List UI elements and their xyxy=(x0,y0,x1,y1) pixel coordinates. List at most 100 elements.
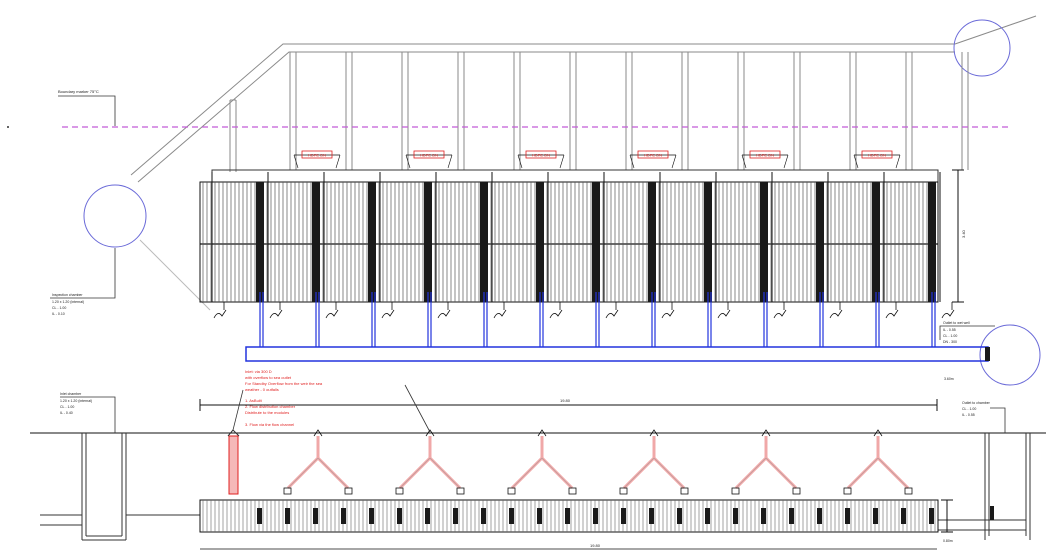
dark-band xyxy=(368,182,376,302)
callout-right-line-2: IL - 0.55 xyxy=(943,328,956,332)
tee-end xyxy=(680,487,689,495)
callout-left: Inspection chamber 1.20 x 1.20 (internal… xyxy=(50,248,116,316)
section-dark-band xyxy=(761,508,766,524)
tee-end xyxy=(843,487,852,495)
callout-right-line-4: DN - 300 xyxy=(943,340,957,344)
tee-end xyxy=(731,487,740,495)
bottom-fitting xyxy=(437,309,451,319)
label-leader xyxy=(293,154,299,169)
tee-branch-edge xyxy=(541,457,573,489)
tee-branch-edge xyxy=(765,457,797,489)
outlet-chamber xyxy=(938,433,1031,540)
section-dark-band xyxy=(313,508,318,524)
inlet-riser xyxy=(228,435,239,495)
header-pipe xyxy=(130,15,1037,183)
section-dark-band xyxy=(621,508,626,524)
section-dimension-bottom-label: 19.80 xyxy=(590,543,601,548)
tee-end xyxy=(792,487,801,495)
manhole-right xyxy=(979,324,1041,386)
label-leader xyxy=(335,154,341,169)
section-dark-band xyxy=(705,508,710,524)
bottom-fitting xyxy=(493,309,507,319)
callout-top-left-text: Boundary marker 75°C xyxy=(58,89,99,94)
dark-band xyxy=(536,182,544,302)
section-dark-band xyxy=(649,508,654,524)
section-dark-band xyxy=(845,508,850,524)
dark-band xyxy=(480,182,488,302)
module-label: HDPE DN xyxy=(644,153,662,158)
tee-cap xyxy=(313,429,323,437)
callout-right: Outlet to wet well IL - 0.55 CL - 1.00 D… xyxy=(939,321,995,381)
module-label: HDPE DN xyxy=(532,153,550,158)
section-dark-band xyxy=(901,508,906,524)
red-note-line-1: Inlet: via 300 D xyxy=(245,369,272,374)
tee-end xyxy=(904,487,913,495)
section-modules xyxy=(199,499,939,533)
red-note-line-8: Distribute to the modules xyxy=(245,410,289,415)
section-dark-band xyxy=(873,508,878,524)
dark-band xyxy=(592,182,600,302)
tee-branch-edge xyxy=(653,457,685,489)
dark-band xyxy=(816,182,824,302)
section-dark-band xyxy=(453,508,458,524)
section-dark-band xyxy=(593,508,598,524)
dark-band xyxy=(648,182,656,302)
callout-right-line-3: CL - 1.00 xyxy=(943,334,957,338)
bottom-fitting xyxy=(661,309,675,319)
label-leader xyxy=(405,154,411,169)
bottom-fitting xyxy=(829,309,843,319)
drop-pipes xyxy=(289,52,969,170)
section-dark-band xyxy=(817,508,822,524)
section-dark-band xyxy=(369,508,374,524)
dark-band xyxy=(928,182,936,302)
module-label: HDPE DN xyxy=(868,153,886,158)
bottom-fitting xyxy=(213,309,227,319)
label-box xyxy=(749,150,781,159)
red-note: Inlet: via 300 D with overflow to sea ou… xyxy=(232,369,431,433)
section-dimension-top-label: 19.80 xyxy=(560,398,571,403)
distribution-header xyxy=(211,169,939,183)
red-note-line-4: weather - 0 outfalls xyxy=(245,387,279,392)
label-leader xyxy=(895,154,901,169)
bottom-fitting xyxy=(941,309,955,319)
callout-right-small: 3.60m xyxy=(944,377,954,381)
red-note-line-6: 1. AsBuilt xyxy=(245,398,263,403)
tee-branch-edge xyxy=(287,457,319,489)
callout-left-line-4: IL - 0.10 xyxy=(52,312,65,316)
section-dark-band xyxy=(341,508,346,524)
plan-dimension-right-label: 3.40 xyxy=(961,229,966,238)
section-dark-band xyxy=(285,508,290,524)
section-dark-band xyxy=(677,508,682,524)
section-callout-left: Inlet chamber 1.20 x 1.20 (internal) CL … xyxy=(60,392,116,433)
label-leader xyxy=(783,154,789,169)
red-note-line-2: with overflow to sea outlet xyxy=(245,375,292,380)
section-dimension-top xyxy=(199,399,938,411)
distribution-tees xyxy=(283,429,913,495)
tee-branch-edge xyxy=(735,457,767,489)
section-dimension-right xyxy=(941,499,953,533)
tee-end xyxy=(395,487,404,495)
tee-branch-edge xyxy=(511,457,543,489)
callout-right-line-1: Outlet to wet well xyxy=(943,321,970,325)
tee-cap xyxy=(873,429,883,437)
stray-mark xyxy=(7,126,9,128)
tee-end xyxy=(344,487,353,495)
section-callout-right-line-3: IL - 0.55 xyxy=(962,413,975,417)
vent-pipe xyxy=(229,99,237,172)
dark-band xyxy=(760,182,768,302)
module-label: HDPE DN xyxy=(308,153,326,158)
callout-left-line-3: CL - 1.00 xyxy=(52,306,66,310)
red-note-line-10: 3. Flow via the flow channel xyxy=(245,422,294,427)
tee-branch-edge xyxy=(429,457,461,489)
bottom-fitting xyxy=(885,309,899,319)
module-label: HDPE DN xyxy=(420,153,438,158)
section-dark-band xyxy=(509,508,514,524)
section-callout-right-line-2: CL - 1.00 xyxy=(962,407,976,411)
inlet-chamber xyxy=(40,433,200,541)
section-callout-left-line-2: 1.20 x 1.20 (internal) xyxy=(60,399,92,403)
plan-dimension-right xyxy=(952,169,964,303)
dark-band xyxy=(704,182,712,302)
